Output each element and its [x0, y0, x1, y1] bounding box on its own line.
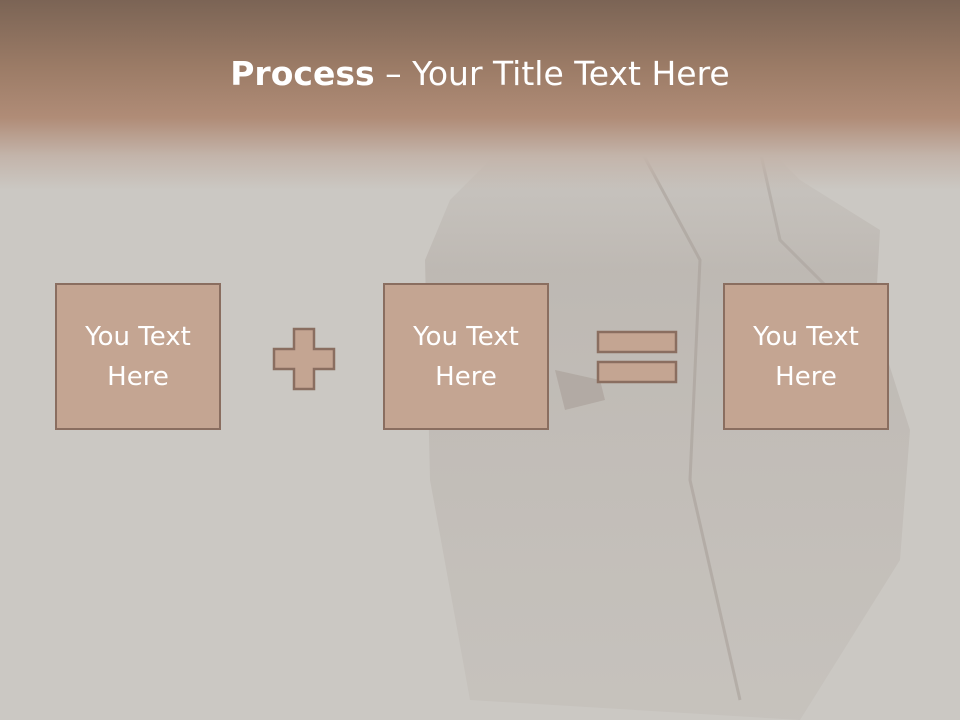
- text-box-1-label: You Text Here: [85, 321, 191, 392]
- plus-icon: [272, 327, 336, 391]
- text-box-3-label: You Text Here: [753, 321, 859, 392]
- slide-title[interactable]: Process – Your Title Text Here: [0, 52, 960, 96]
- title-bold: Process: [230, 54, 375, 93]
- equals-icon: [596, 330, 678, 384]
- title-rest: – Your Title Text Here: [374, 54, 730, 93]
- text-box-2[interactable]: You Text Here: [383, 283, 549, 430]
- text-box-2-label: You Text Here: [413, 321, 519, 392]
- header-band: [0, 0, 960, 190]
- text-box-3[interactable]: You Text Here: [723, 283, 889, 430]
- text-box-1[interactable]: You Text Here: [55, 283, 221, 430]
